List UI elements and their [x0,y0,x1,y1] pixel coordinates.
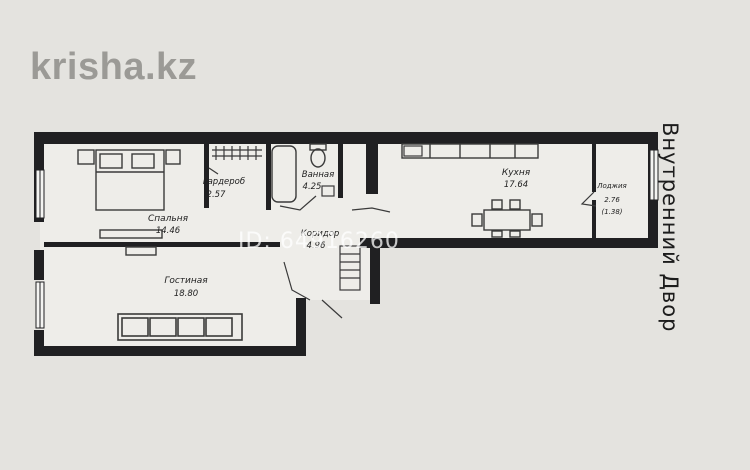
bedroom-name: Спальня [148,214,189,224]
kitchen-name: Кухня [502,168,531,178]
bedroom-cabinet [99,229,163,239]
interior-walls [44,140,596,247]
bathroom-name: Ванная [302,170,334,180]
loggia-area-note: (1.38) [601,208,622,216]
dining-table [471,199,543,238]
floor-area [40,140,650,348]
courtyard-label: Внутренний Двор [658,122,682,333]
bathroom-area: 4.25 [303,182,322,192]
wardrobe-area: 2.57 [207,190,227,200]
loggia-name: Лоджия [596,182,626,190]
bed [77,149,181,211]
bathtub [271,145,297,203]
sofa [117,313,243,341]
corridor-name: Коридор [301,229,340,239]
kitchen-counter [401,143,539,159]
living-name: Гостиная [164,276,208,286]
corridor-closet [339,245,361,291]
corridor-area: 4.96 [307,241,327,251]
wardrobe-shelves [212,146,262,160]
kitchen-sink [403,145,423,157]
wardrobe-name: Гардероб [203,177,245,187]
bedroom-area: 14.46 [156,226,181,236]
krisha-watermark: krisha.kz [30,46,198,88]
corridor-door-swings [279,195,391,319]
loggia-area: 2.76 [604,196,620,204]
bath-sink [321,185,335,197]
loggia-door [580,191,597,207]
wardrobe-door [208,167,219,175]
listing-id-watermark: ID: 64916260 [238,229,400,254]
kitchen-area: 17.64 [504,180,528,190]
living-area: 18.80 [174,289,198,299]
toilet [309,143,327,168]
windows [35,149,659,329]
tv-stand [125,246,157,256]
